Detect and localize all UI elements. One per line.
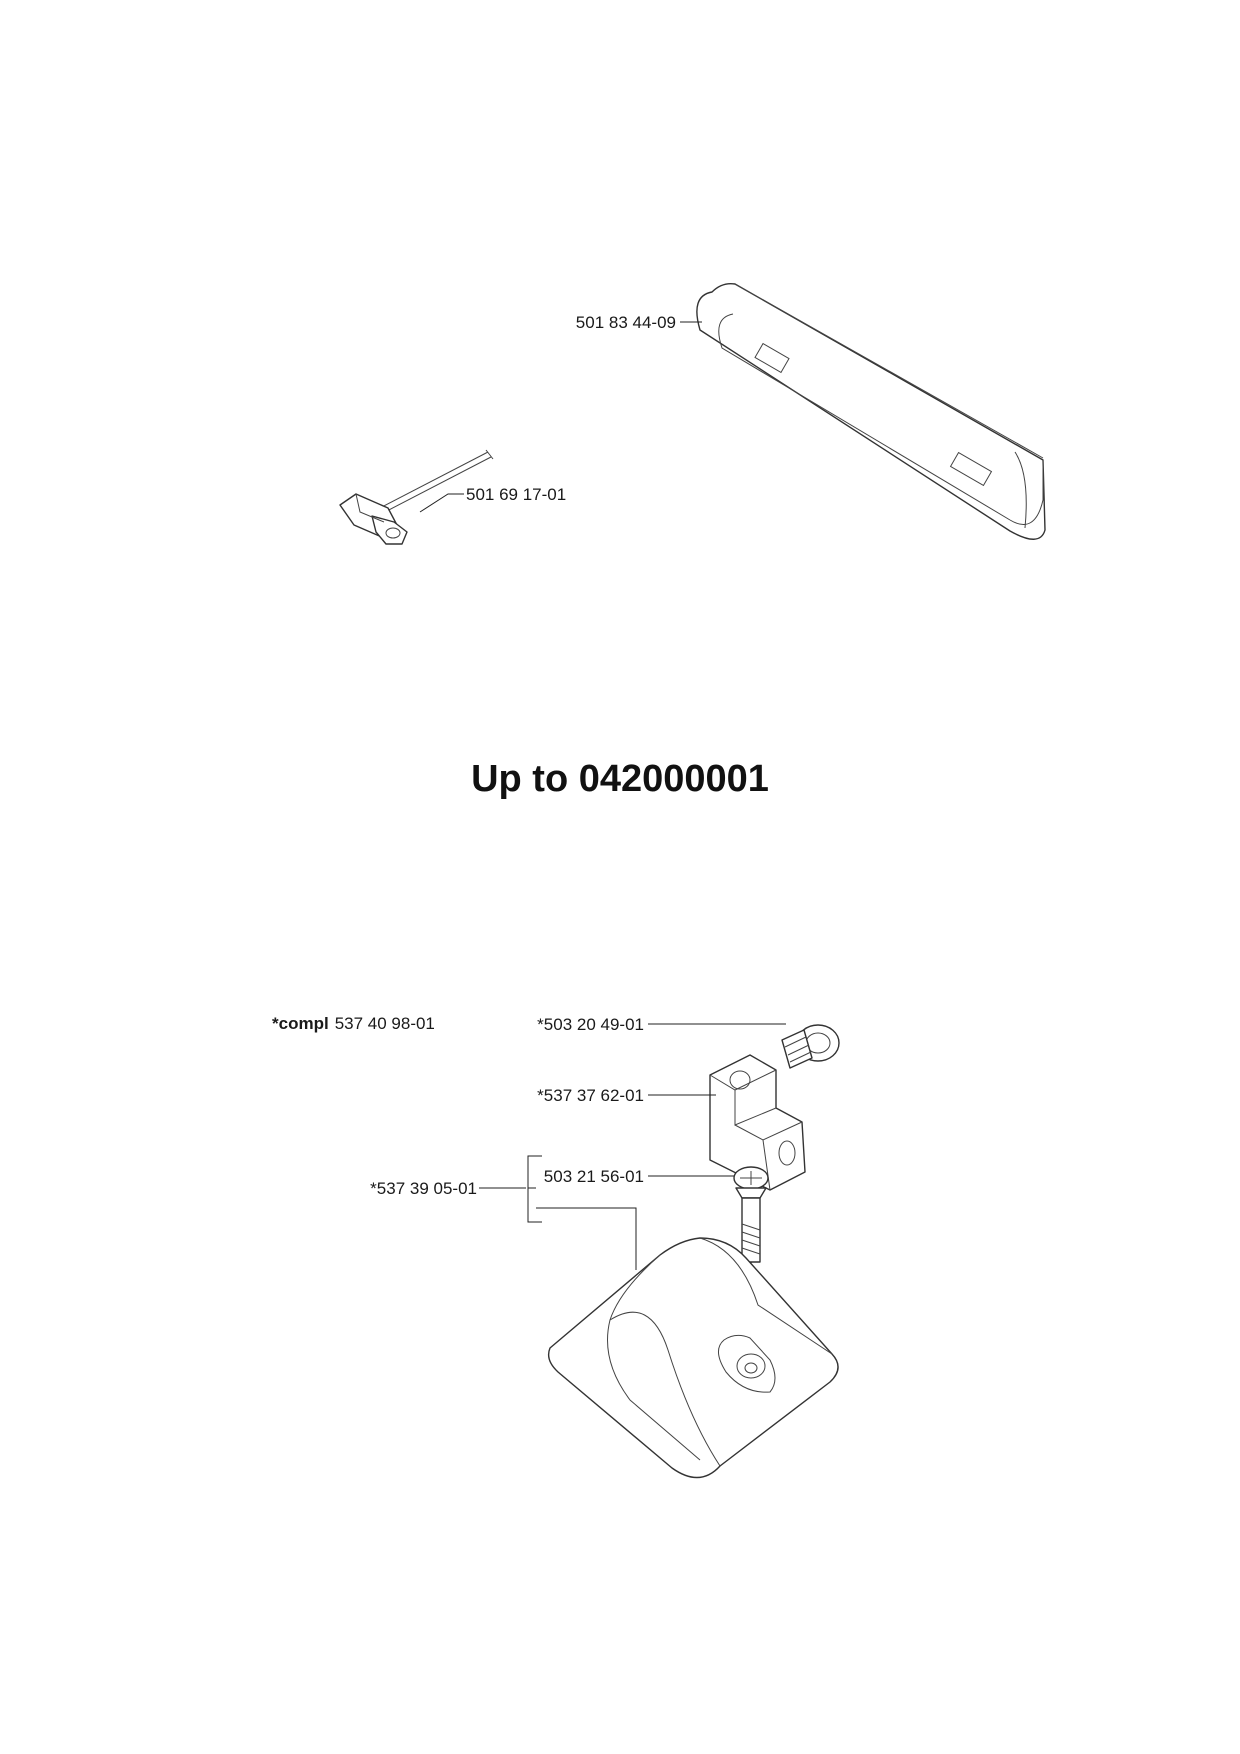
label-compl: *compl 537 40 98-01 — [272, 1014, 435, 1033]
clamp-block-part — [709, 1054, 806, 1191]
section-heading: Up to 042000001 — [471, 758, 769, 800]
label-top-screw: *503 20 49-01 — [537, 1015, 644, 1034]
bumper-base-part — [547, 1237, 839, 1479]
label-bolt: 503 21 56-01 — [544, 1167, 644, 1186]
leader-lines — [419, 321, 786, 1270]
label-clamp-block: *537 37 62-01 — [537, 1086, 644, 1105]
label-wrench: 501 69 17-01 — [466, 485, 566, 504]
top-screw-part — [781, 1024, 840, 1069]
label-compl-prefix: *compl — [272, 1014, 329, 1033]
label-bar-guard: 501 83 44-09 — [576, 313, 676, 332]
bar-guard-part — [696, 282, 1046, 540]
label-compl-number: 537 40 98-01 — [335, 1014, 435, 1033]
label-bumper-assembly: *537 39 05-01 — [370, 1179, 477, 1198]
combination-wrench-part — [339, 449, 494, 545]
